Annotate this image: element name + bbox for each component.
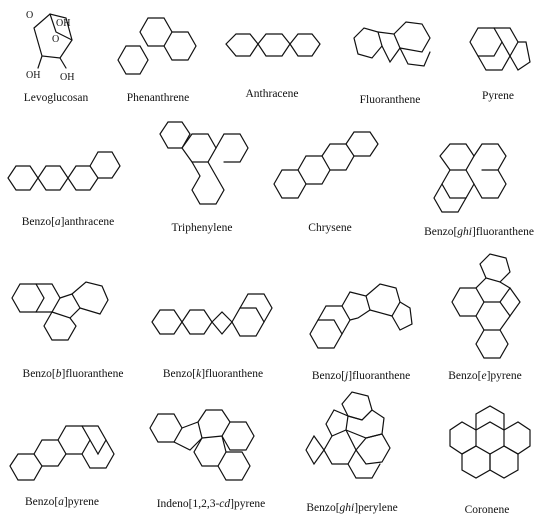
benzo-ghi-perylene-structure <box>305 391 391 479</box>
benzo-e-pyrene-structure <box>451 253 521 359</box>
caption-chrysene: Chrysene <box>308 222 352 234</box>
caption-benzo-a-pyrene: Benzo[a]pyrene <box>24 496 100 508</box>
caption-levoglucosan: Levoglucosan <box>23 92 89 104</box>
caption-benzo-k-fluoranthene: Benzo[k]fluoranthene <box>162 368 264 380</box>
caption-benzo-b-fluoranthene: Benzo[b]fluoranthene <box>22 368 124 380</box>
benzo-ghi-fluoranthene-structure <box>433 143 507 213</box>
anthracene-structure <box>225 33 321 57</box>
benzo-a-anthracene-structure <box>7 151 121 191</box>
caption-coronene: Coronene <box>464 504 510 516</box>
caption-triphenylene: Triphenylene <box>171 222 233 234</box>
caption-anthracene: Anthracene <box>245 88 299 100</box>
benzo-k-fluoranthene-structure <box>151 293 273 337</box>
indeno-pyrene-structure <box>149 409 255 481</box>
caption-fluoranthene: Fluoranthene <box>359 94 421 106</box>
caption-benzo-ghi-fluoranthene: Benzo[ghi]fluoranthene <box>424 226 534 238</box>
caption-indeno-pyrene: Indeno[1,2,3-cd]pyrene <box>156 498 266 510</box>
caption-pyrene: Pyrene <box>482 90 514 102</box>
chrysene-structure <box>273 131 379 199</box>
levoglucosan-structure: OH O O OH OH <box>26 10 74 83</box>
phenanthrene-structure <box>117 17 197 75</box>
fluoranthene-structure <box>353 21 431 67</box>
caption-benzo-e-pyrene: Benzo[e]pyrene <box>448 370 522 382</box>
label-oh-right: OH <box>60 72 74 83</box>
benzo-b-fluoranthene-structure <box>11 281 109 341</box>
caption-phenanthrene: Phenanthrene <box>126 92 190 104</box>
label-oh-left: OH <box>26 70 40 81</box>
label-o-top: O <box>26 10 33 21</box>
pyrene-structure <box>469 27 531 71</box>
label-o-ring: O <box>52 34 59 45</box>
triphenylene-structure <box>159 121 249 205</box>
caption-benzo-a-anthracene: Benzo[a]anthracene <box>21 216 115 228</box>
benzo-a-pyrene-structure <box>9 425 115 481</box>
coronene-structure <box>449 405 531 479</box>
benzo-j-fluoranthene-structure <box>309 283 413 349</box>
caption-benzo-ghi-perylene: Benzo[ghi]perylene <box>306 502 398 514</box>
label-oh-top: OH <box>56 18 70 29</box>
caption-benzo-j-fluoranthene: Benzo[j]fluoranthene <box>311 370 411 382</box>
